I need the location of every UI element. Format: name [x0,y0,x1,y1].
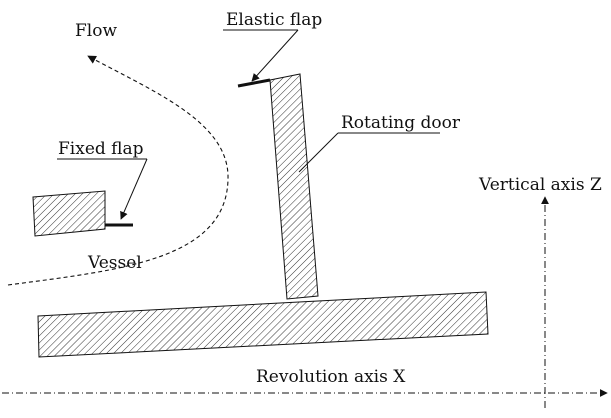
base-plate [37,291,489,358]
fixed-flap-block [32,190,106,237]
rotating-door [269,73,319,300]
fixed-flap-pointer [120,158,148,220]
fixed-flap-label: Fixed flap [58,139,144,159]
elastic-flap-pointer [251,29,299,82]
revolution-axis-label: Revolution axis X [256,367,406,387]
vessel-label: Vessel [87,253,142,273]
rotating-door-label: Rotating door [341,113,461,133]
elastic-flap [237,78,271,88]
elastic-flap-label: Elastic flap [226,10,322,30]
vertical-axis-label: Vertical axis Z [478,175,602,195]
rotating-door-pointer [298,132,339,173]
flow-streamline [7,55,229,286]
flow-label: Flow [75,21,117,41]
